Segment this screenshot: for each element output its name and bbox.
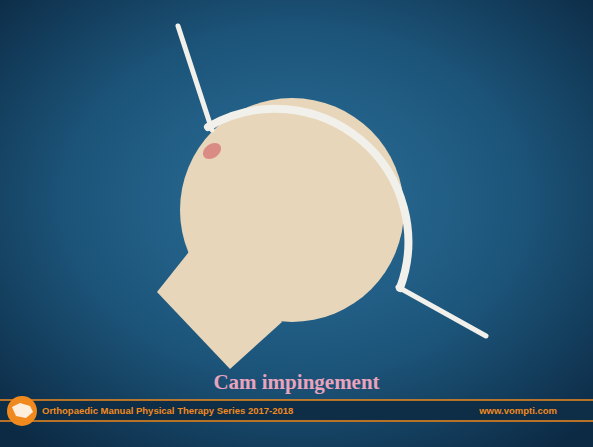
footer-rule xyxy=(0,399,593,401)
logo-mark xyxy=(12,403,33,418)
rim-line xyxy=(178,26,212,130)
logo xyxy=(7,396,37,426)
cam-lesion xyxy=(200,140,224,163)
footer-url: www.vompti.com xyxy=(479,405,557,416)
caption-title: Cam impingement xyxy=(0,370,593,395)
rim-line xyxy=(398,287,486,336)
acetabulum xyxy=(208,109,408,288)
footer-series: Orthopaedic Manual Physical Therapy Seri… xyxy=(42,405,293,416)
footer-bar xyxy=(0,400,593,422)
footer-rule xyxy=(0,420,593,422)
